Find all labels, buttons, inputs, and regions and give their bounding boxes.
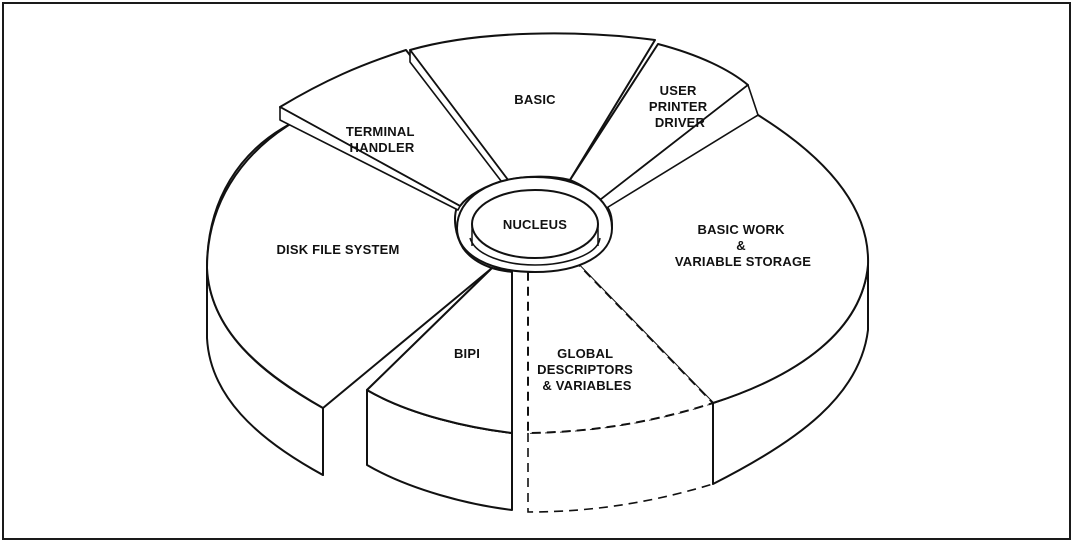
label-basic-work: BASIC WORK & VARIABLE STORAGE [675, 222, 811, 269]
terminal-handler-edge [279, 106, 461, 211]
label-nucleus: NUCLEUS [503, 217, 567, 232]
label-global-descriptors: GLOBAL DESCRIPTORS & VARIABLES [537, 346, 637, 393]
label-bipi: BIPI [454, 346, 480, 361]
label-user-printer-driver: USER PRINTER DRIVER [649, 83, 711, 130]
bipi-top [366, 267, 513, 434]
center-hub-inner-wall [469, 237, 601, 266]
label-disk-file-system: DISK FILE SYSTEM [276, 242, 399, 257]
label-basic: BASIC [514, 92, 556, 107]
terminal-handler-segment [279, 49, 507, 207]
label-terminal-handler: TERMINAL HANDLER [346, 124, 418, 155]
